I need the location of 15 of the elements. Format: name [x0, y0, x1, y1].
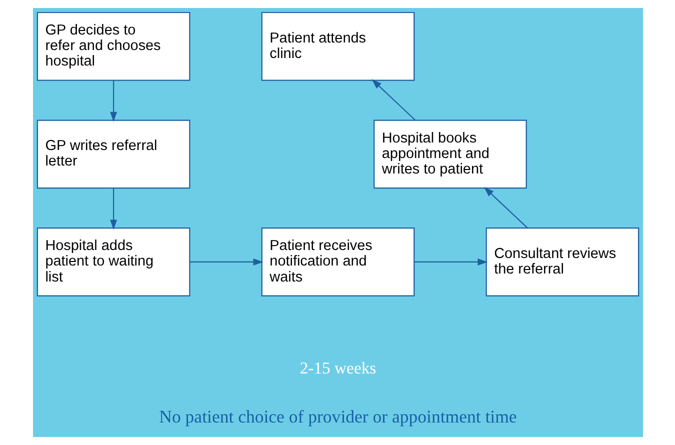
node-box: Hospital books appointment and writes to patient	[373, 120, 526, 189]
arrow	[371, 79, 416, 121]
arrow	[110, 188, 117, 230]
node-box: Hospital adds patient to waiting list	[36, 228, 190, 296]
node-box: Consultant reviews the referral	[485, 228, 639, 296]
caption: No patient choice of provider or appointment time	[158, 406, 516, 426]
node-box: GP writes referral letter	[36, 120, 190, 189]
arrow	[483, 186, 528, 228]
arrow	[189, 258, 263, 266]
arrow	[414, 258, 488, 266]
node-box: Patient attends clinic	[260, 12, 414, 81]
node-box: GP decides to refer and chooses hospital	[36, 12, 190, 81]
arrow	[110, 80, 117, 122]
label: 2-15 weeks	[299, 358, 376, 378]
node-box: Patient receives notification and waits	[260, 228, 414, 296]
